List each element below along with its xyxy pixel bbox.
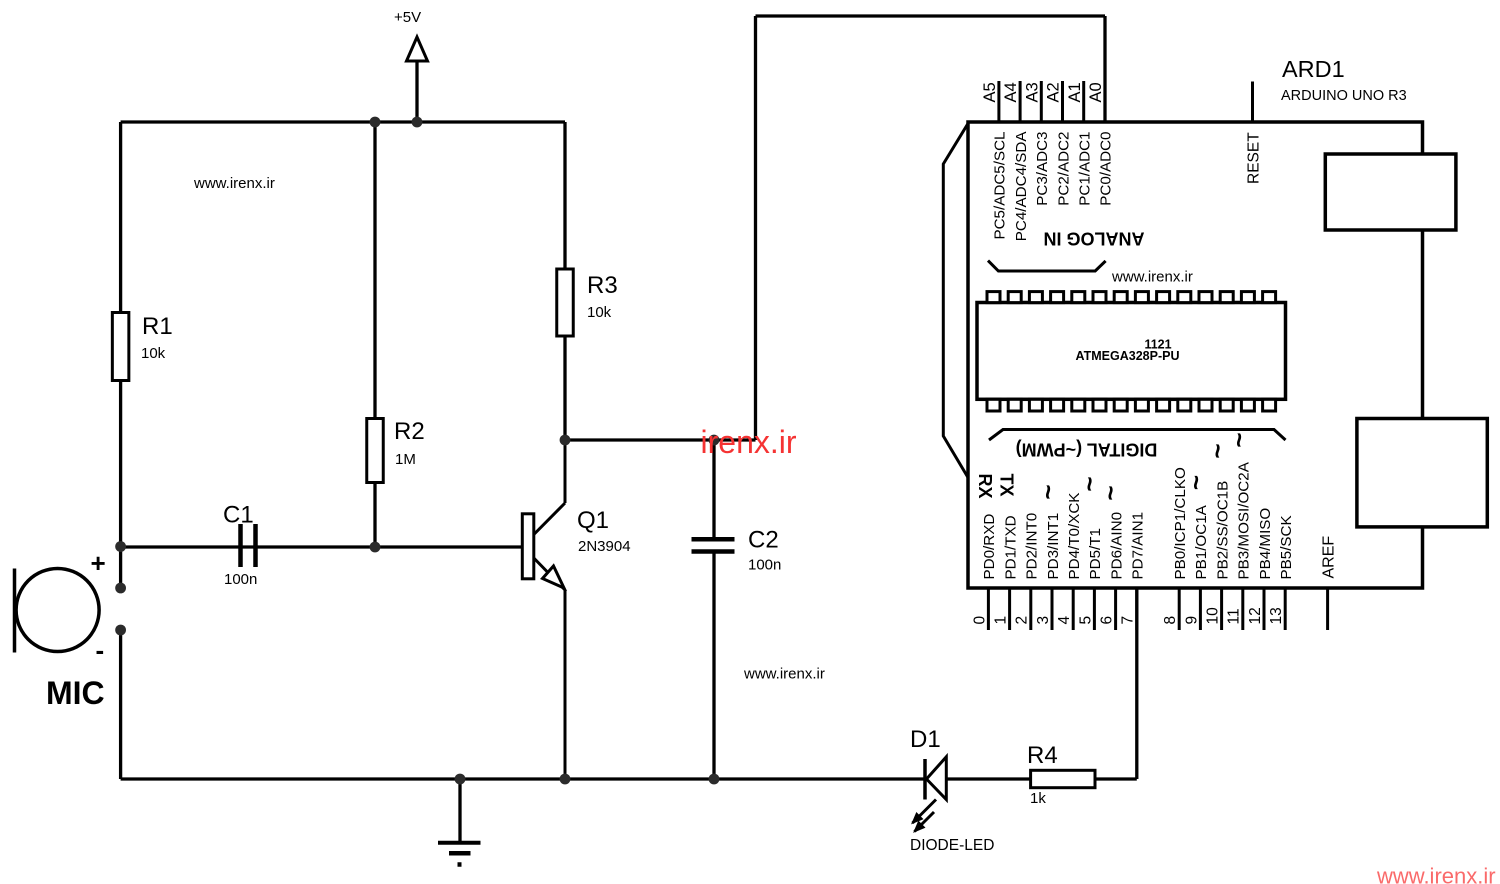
svg-text:2N3904: 2N3904	[578, 538, 631, 555]
svg-text:13: 13	[1268, 607, 1285, 624]
svg-text:~: ~	[1203, 443, 1233, 458]
svg-text:10k: 10k	[587, 304, 612, 321]
svg-text:~: ~	[1075, 476, 1105, 491]
svg-text:PD1/TXD: PD1/TXD	[1002, 515, 1019, 579]
svg-text:irenx.ir: irenx.ir	[701, 424, 797, 460]
svg-text:+: +	[91, 548, 106, 578]
svg-text:100n: 100n	[748, 557, 781, 574]
svg-text:6: 6	[1099, 616, 1116, 625]
svg-text:+5V: +5V	[394, 9, 421, 26]
svg-text:A2: A2	[1045, 82, 1063, 102]
svg-text:PC4/ADC4/SDA: PC4/ADC4/SDA	[1013, 131, 1030, 242]
svg-text:A4: A4	[1002, 82, 1020, 102]
svg-text:PC5/ADC5/SCL: PC5/ADC5/SCL	[992, 132, 1009, 240]
svg-text:PD7/AIN1: PD7/AIN1	[1130, 512, 1147, 580]
svg-text:PC0/ADC0: PC0/ADC0	[1098, 132, 1115, 206]
svg-text:1k: 1k	[1030, 790, 1046, 807]
svg-text:3: 3	[1035, 616, 1052, 625]
svg-text:AREF: AREF	[1320, 536, 1337, 579]
svg-text:ARDUINO UNO R3: ARDUINO UNO R3	[1281, 88, 1407, 104]
svg-text:9: 9	[1183, 616, 1200, 625]
svg-text:PD0/RXD: PD0/RXD	[981, 514, 998, 580]
svg-text:~: ~	[1096, 485, 1126, 500]
svg-text:PD3/INT1: PD3/INT1	[1045, 513, 1062, 580]
svg-text:R3: R3	[587, 272, 618, 299]
svg-text:2: 2	[1014, 616, 1031, 625]
svg-text:4: 4	[1056, 616, 1073, 625]
svg-text:1121: 1121	[1144, 338, 1171, 352]
svg-text:R2: R2	[394, 418, 425, 445]
svg-text:RESET: RESET	[1245, 132, 1262, 184]
svg-text:A3: A3	[1023, 82, 1041, 102]
svg-text:7: 7	[1120, 616, 1137, 625]
svg-text:R1: R1	[142, 313, 173, 340]
svg-text:C2: C2	[748, 527, 779, 554]
svg-text:ANALOG IN: ANALOG IN	[1044, 228, 1145, 248]
svg-text:TX: TX	[996, 474, 1016, 497]
svg-text:Q1: Q1	[577, 507, 609, 534]
svg-text:~: ~	[1182, 475, 1212, 490]
svg-text:MIC: MIC	[46, 675, 105, 711]
svg-text:0: 0	[971, 616, 988, 625]
svg-text:DIODE-LED: DIODE-LED	[910, 837, 994, 854]
svg-text:10: 10	[1205, 607, 1222, 625]
svg-text:12: 12	[1247, 607, 1264, 624]
svg-text:~: ~	[1225, 432, 1255, 447]
svg-text:DIGITAL (~PWM): DIGITAL (~PWM)	[1016, 439, 1158, 459]
svg-text:PD4/T0/XCK: PD4/T0/XCK	[1066, 493, 1083, 580]
svg-text:www.irenx.ir: www.irenx.ir	[1111, 269, 1193, 286]
svg-text:100n: 100n	[224, 571, 257, 588]
svg-text:PB0/ICP1/CLKO: PB0/ICP1/CLKO	[1172, 467, 1189, 579]
svg-text:11: 11	[1226, 608, 1243, 624]
svg-text:RX: RX	[975, 474, 995, 499]
svg-text:D1: D1	[910, 726, 941, 753]
svg-text:5: 5	[1077, 616, 1094, 625]
svg-text:10k: 10k	[141, 345, 166, 362]
svg-text:www.irenx.ir: www.irenx.ir	[1376, 864, 1496, 884]
svg-text:1: 1	[993, 616, 1010, 625]
svg-text:PC2/ADC2: PC2/ADC2	[1055, 132, 1072, 206]
svg-text:www.irenx.ir: www.irenx.ir	[193, 175, 275, 192]
svg-text:PB4/MISO: PB4/MISO	[1257, 508, 1274, 580]
svg-text:A0: A0	[1087, 82, 1105, 102]
svg-text:ARD1: ARD1	[1282, 56, 1345, 82]
svg-text:PB5/SCK: PB5/SCK	[1278, 515, 1295, 579]
svg-text:PC1/ADC1: PC1/ADC1	[1077, 132, 1094, 206]
svg-text:PD5/T1: PD5/T1	[1087, 528, 1104, 580]
svg-text:PC3/ADC3: PC3/ADC3	[1034, 132, 1051, 206]
svg-text:A1: A1	[1066, 82, 1084, 102]
svg-text:PB2/SS/OC1B: PB2/SS/OC1B	[1214, 481, 1231, 580]
svg-text:www.irenx.ir: www.irenx.ir	[743, 666, 825, 683]
svg-text:PD2/INT0: PD2/INT0	[1024, 513, 1041, 580]
svg-text:~: ~	[1034, 484, 1064, 499]
svg-text:1M: 1M	[395, 451, 416, 468]
svg-text:PB3/MOSI/OC2A: PB3/MOSI/OC2A	[1236, 461, 1253, 579]
svg-text:PB1/OC1A: PB1/OC1A	[1193, 504, 1210, 579]
svg-text:C1: C1	[223, 502, 254, 529]
svg-text:R4: R4	[1027, 742, 1058, 769]
svg-text:-: -	[96, 635, 105, 665]
svg-text:PD6/AIN0: PD6/AIN0	[1108, 512, 1125, 580]
svg-text:8: 8	[1162, 616, 1179, 625]
svg-text:A5: A5	[981, 82, 999, 102]
svg-text:ATMEGA328P-PU: ATMEGA328P-PU	[1076, 349, 1180, 363]
